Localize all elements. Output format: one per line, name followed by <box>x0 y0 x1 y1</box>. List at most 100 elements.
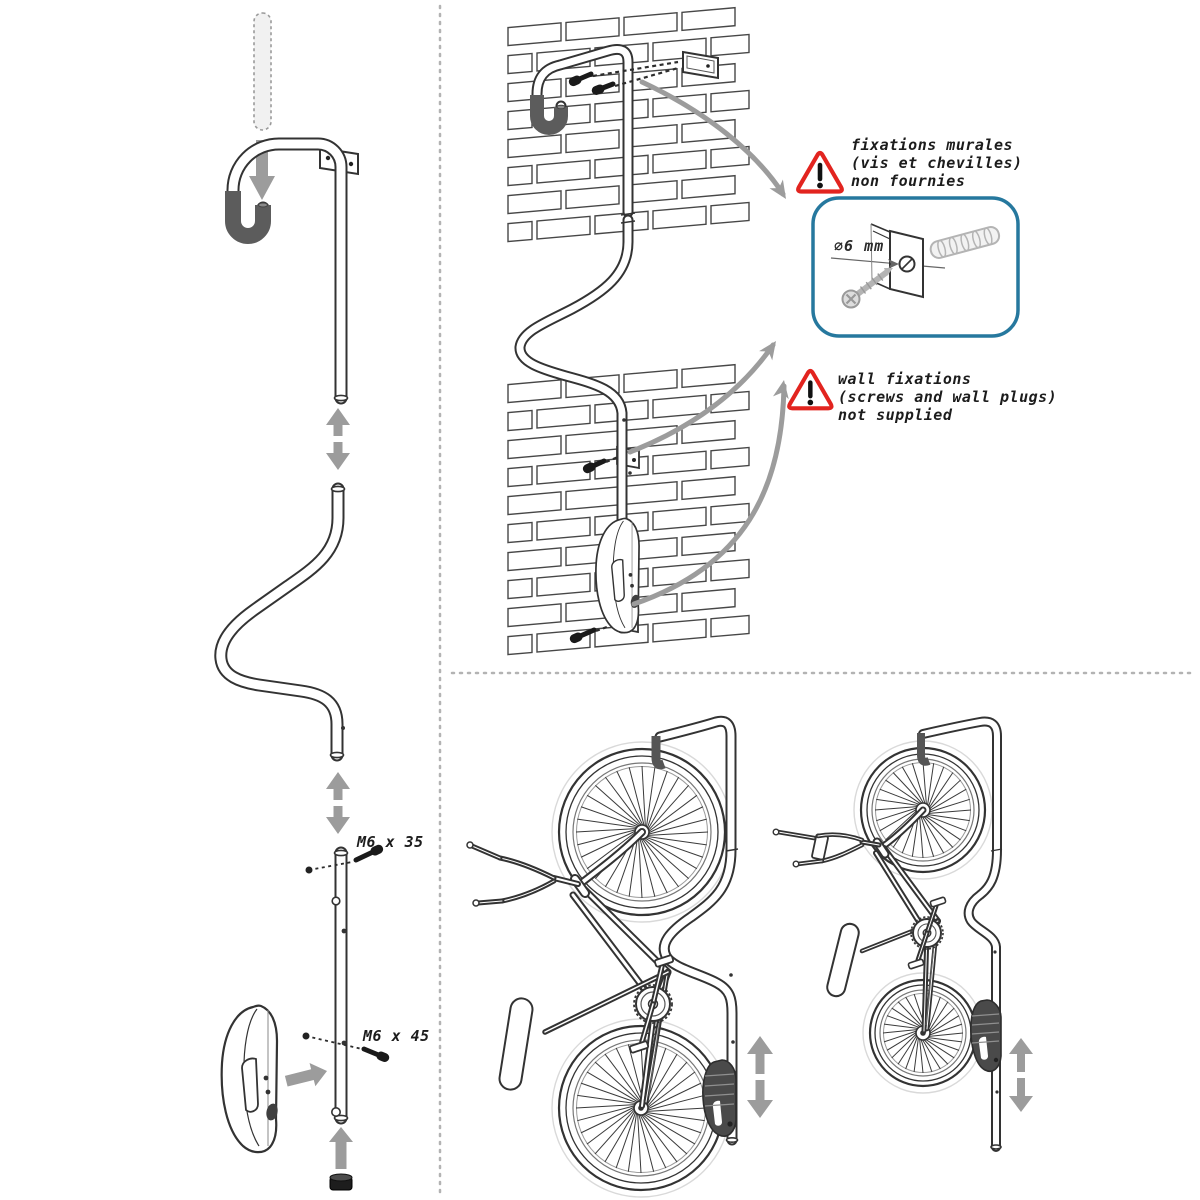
brick <box>652 506 707 531</box>
spoke <box>929 798 970 813</box>
brick <box>507 108 533 131</box>
spoke <box>928 1037 963 1043</box>
spoke <box>604 776 642 826</box>
spoke <box>886 1015 920 1028</box>
bike-frame <box>772 806 947 1034</box>
spoke <box>616 770 644 826</box>
brick <box>536 516 591 541</box>
callout-arrow-top <box>639 79 786 197</box>
spoke <box>580 1082 637 1104</box>
brick <box>536 159 591 184</box>
brick <box>507 379 562 404</box>
spoke <box>891 1007 921 1027</box>
spoke <box>905 996 924 1027</box>
spoke <box>577 1094 636 1105</box>
spoke <box>929 1015 960 1034</box>
spoke <box>925 1039 955 1059</box>
brick-wall-upper <box>507 6 750 243</box>
spoke <box>586 832 636 870</box>
spoke <box>648 818 707 835</box>
spoke <box>648 806 704 834</box>
spoke <box>580 830 636 858</box>
spoke <box>920 816 935 857</box>
spoke <box>604 1053 641 1102</box>
tube-open-end <box>333 849 349 857</box>
spoke <box>646 836 704 858</box>
spoke <box>911 763 926 804</box>
spoke <box>923 1039 949 1065</box>
spoke <box>642 838 680 888</box>
spoke <box>929 1032 964 1037</box>
spoke <box>615 1112 637 1169</box>
brick <box>710 33 750 57</box>
spoke <box>874 806 917 811</box>
cradle-window <box>611 558 625 602</box>
warning-en-line3: not supplied <box>838 406 953 424</box>
brick <box>507 491 562 516</box>
tire <box>557 747 727 917</box>
rubber-sleeve-ghost <box>253 12 272 131</box>
screw-dot <box>622 418 626 422</box>
spoke <box>929 779 961 810</box>
brick <box>652 450 707 475</box>
brick <box>565 430 620 455</box>
spoke <box>925 816 961 841</box>
pedal <box>929 896 947 908</box>
brick <box>507 409 533 432</box>
brick <box>710 89 750 113</box>
cradle-window <box>712 1100 722 1126</box>
diameter-leader-line <box>830 257 946 269</box>
leader-arrowhead <box>888 259 899 269</box>
dashed-screw-axis <box>614 66 679 88</box>
callout-arrow-bottom <box>631 383 787 607</box>
screw-dot <box>727 1121 733 1127</box>
spoke <box>648 784 690 831</box>
spoke <box>575 1104 635 1109</box>
pedal <box>628 1040 650 1054</box>
cradle-knob <box>266 1103 278 1121</box>
callout-arrow-mid <box>627 342 776 455</box>
spoke <box>892 772 923 804</box>
spoke <box>628 767 645 826</box>
brick <box>507 220 533 243</box>
spoke <box>929 809 972 814</box>
height-adjust-arrow-icon <box>747 1080 773 1118</box>
cap-up-arrow-icon <box>329 1127 353 1169</box>
screw-dot <box>628 471 632 475</box>
brick <box>681 587 736 613</box>
brick <box>652 205 707 230</box>
spoke <box>929 772 954 808</box>
brick <box>594 154 649 179</box>
spoke <box>876 807 917 822</box>
spoke <box>905 1036 918 1070</box>
warning-fr-line2: (vis et chevilles) <box>851 154 1023 172</box>
chain <box>925 943 935 1026</box>
spoke <box>586 1071 639 1103</box>
spoke <box>885 810 917 841</box>
warning-triangle-icon <box>787 368 834 411</box>
insert-down-arrow-icon <box>249 140 275 200</box>
brick <box>681 475 736 501</box>
brick <box>507 22 562 47</box>
pedal <box>653 954 675 968</box>
spoke <box>913 1038 919 1073</box>
warning-en-line1: wall fixations <box>838 370 971 388</box>
text-annotations: M6 x 35 M6 x 45 fixations murales (vis e… <box>356 136 1057 1045</box>
spoke <box>641 1114 678 1163</box>
brick <box>565 129 620 154</box>
screw-dot <box>628 572 633 577</box>
spoke <box>646 1053 678 1106</box>
spoke <box>577 829 636 846</box>
warning-triangle-icon <box>796 150 844 194</box>
spoke <box>928 766 945 807</box>
spoke <box>876 798 918 806</box>
spoke <box>604 1110 636 1163</box>
brick <box>594 98 649 123</box>
wall-mounting-illustration <box>507 6 1020 656</box>
cradle-window <box>241 1057 259 1113</box>
brick <box>652 149 707 174</box>
wheel-cradle-part <box>220 1004 279 1154</box>
saddle <box>498 997 534 1091</box>
brick <box>710 614 750 638</box>
